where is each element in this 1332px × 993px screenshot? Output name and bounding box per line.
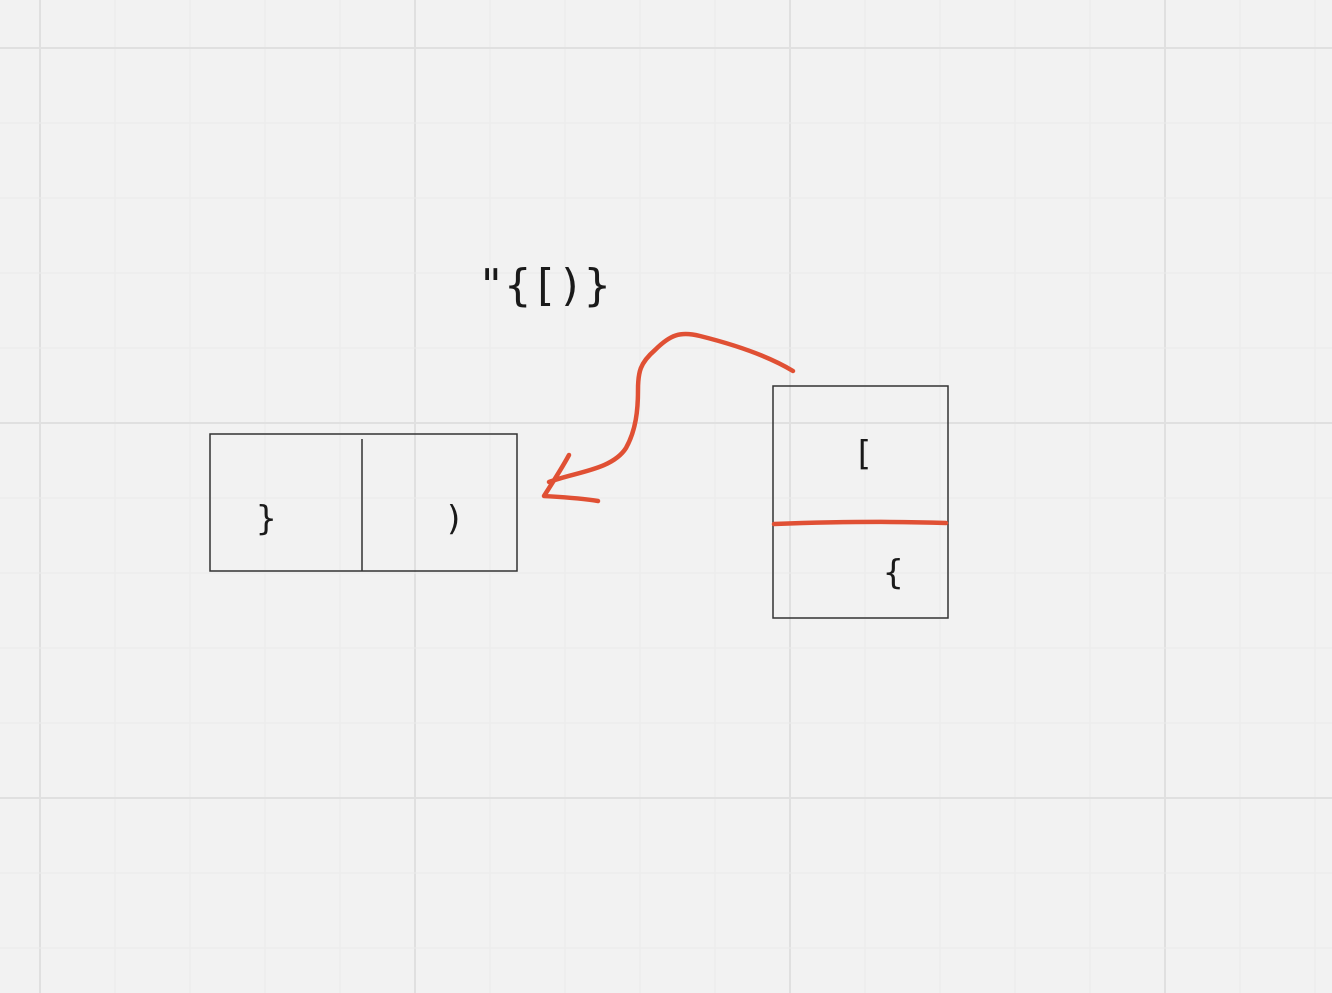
stack-cell-0-label: [ [853, 434, 873, 474]
queue-cell-0-label: } [256, 499, 276, 539]
queue-box-outline [209, 433, 518, 572]
queue-box[interactable]: } ) [209, 433, 518, 572]
input-string-label: "{[)} [478, 260, 610, 311]
stack-box-outline [772, 385, 949, 619]
queue-cell-1-label: ) [444, 499, 464, 539]
move-arrow-stroke [546, 331, 796, 485]
stack-cell-1-label: { [883, 553, 903, 593]
stack-pop-divider-stroke [771, 519, 949, 527]
stack-box[interactable]: [ { [772, 385, 949, 619]
move-arrow-head-icon [541, 452, 601, 504]
